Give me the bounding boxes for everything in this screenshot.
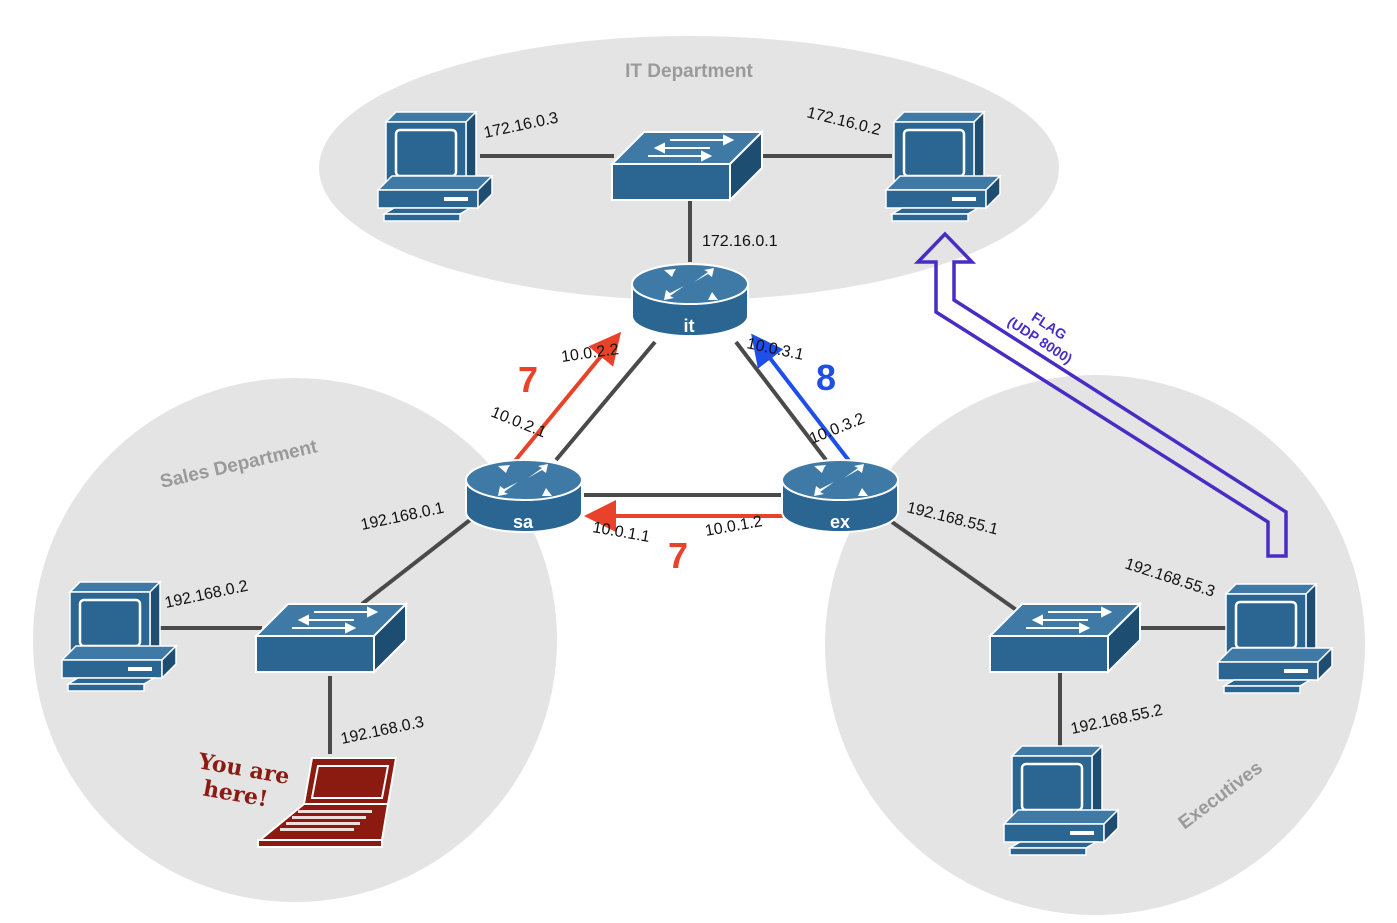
it-pc-right [884,110,1002,223]
ip-it-router: 172.16.0.1 [702,233,778,250]
cost-ex-to-it: 8 [816,357,836,398]
exec-pc-right [1216,582,1334,695]
ip-it-ex-it-side: 10.0.3.1 [745,335,805,364]
exec-switch [989,603,1141,673]
it-switch [611,131,763,201]
router-ex-label: ex [830,512,850,532]
it-pc-left [376,110,494,223]
links [160,154,1226,754]
sales-pc [60,580,178,693]
zone-label-it: IT Department [625,61,753,82]
link-sa-switch [360,518,472,606]
router-it-label: it [684,316,695,336]
cost-sa-to-it: 7 [518,359,538,400]
arrow-sa-to-it [512,331,622,464]
cost-ex-to-sa: 7 [668,535,688,576]
sales-switch [255,603,407,673]
link-it-ex [734,340,828,462]
arrow-ex-to-it [751,333,852,464]
link-ex-switch [890,520,1024,616]
link-it-sa [554,340,657,462]
ip-sa-ex-sa-side: 10.0.1.1 [591,519,651,546]
flag-arrow [913,231,1288,558]
exec-pc-bottom [1002,744,1120,857]
ip-it-sa-sa-side: 10.0.2.1 [489,404,549,441]
router-sa-label: sa [513,512,534,532]
ip-it-sa-it-side: 10.0.2.2 [560,341,620,366]
